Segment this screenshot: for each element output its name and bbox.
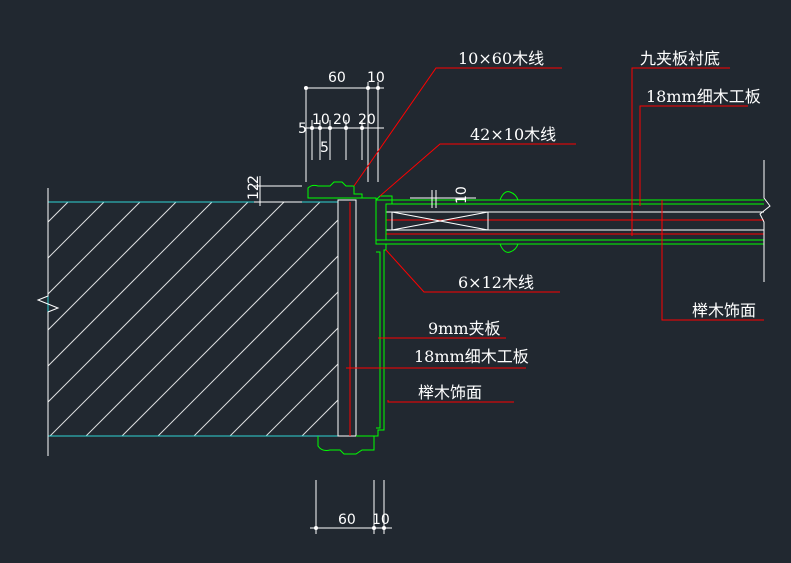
- dim-top-5a: 5: [298, 121, 307, 137]
- joint-bottom: [499, 243, 519, 253]
- dim-bottom-10: 10: [372, 512, 390, 528]
- label-trim-42: 42×10木线: [470, 125, 556, 144]
- dim-bottom-60: 60: [338, 512, 356, 528]
- label-trim-6x12: 6×12木线: [458, 273, 534, 292]
- dim-top-10: 10: [367, 70, 385, 86]
- dim-side-12: 12: [246, 182, 262, 200]
- label-ply-9mm: 9mm夹板: [428, 319, 501, 338]
- labels: 10×60木线 九夹板衬底 18mm细木工板 42×10木线 6×12木线 榉木…: [414, 49, 761, 402]
- label-block-board-mid: 18mm细木工板: [414, 347, 529, 366]
- top-trim-10x60: [307, 181, 363, 199]
- dim-side-2: 2: [246, 175, 262, 184]
- leader-trim-6x12: [385, 249, 560, 293]
- label-veneer-right: 榉木饰面: [692, 301, 756, 320]
- jamb-9mm-ply: [376, 251, 381, 429]
- label-block-board-top: 18mm细木工板: [646, 87, 761, 106]
- label-top-trim: 10×60木线: [458, 49, 544, 68]
- top-dimensions: 60 10 5 10 20 20 5: [298, 70, 385, 182]
- leader-top-trim: [353, 67, 562, 187]
- panel-break-line: [759, 160, 771, 282]
- jamb-veneer: [356, 197, 387, 437]
- leader-block-board-top: [639, 105, 748, 206]
- side-dimensions: 12 2: [246, 175, 302, 206]
- label-veneer-bottom: 榉木饰面: [418, 383, 482, 402]
- leader-plywood-base: [631, 67, 730, 236]
- leader-lines: [346, 67, 764, 403]
- bottom-trim: [317, 436, 375, 455]
- leader-veneer-right: [661, 200, 764, 321]
- wall-break-line: [36, 188, 60, 456]
- dim-top-5b: 5: [320, 140, 329, 156]
- bottom-dimensions: 60 10: [310, 480, 392, 534]
- dim-top-20b: 20: [358, 112, 376, 128]
- wall-hatching: [48, 202, 338, 436]
- leader-veneer-bottom: [387, 400, 514, 403]
- dim-top-60: 60: [328, 70, 346, 86]
- wall-panel-right: [376, 160, 771, 282]
- trim-42x10: [375, 195, 393, 241]
- batten: [391, 211, 489, 231]
- label-plywood-base: 九夹板衬底: [640, 49, 720, 68]
- small-dimension: 10: [410, 186, 476, 208]
- jamb-board: [337, 199, 357, 437]
- dim-small-10: 10: [454, 186, 470, 204]
- dim-top-10b: 10: [312, 112, 330, 128]
- door-jamb: [337, 197, 387, 437]
- joint-top: [499, 191, 519, 201]
- leader-trim-42: [379, 143, 576, 197]
- batten-cross: [391, 211, 489, 231]
- dim-top-20a: 20: [333, 112, 351, 128]
